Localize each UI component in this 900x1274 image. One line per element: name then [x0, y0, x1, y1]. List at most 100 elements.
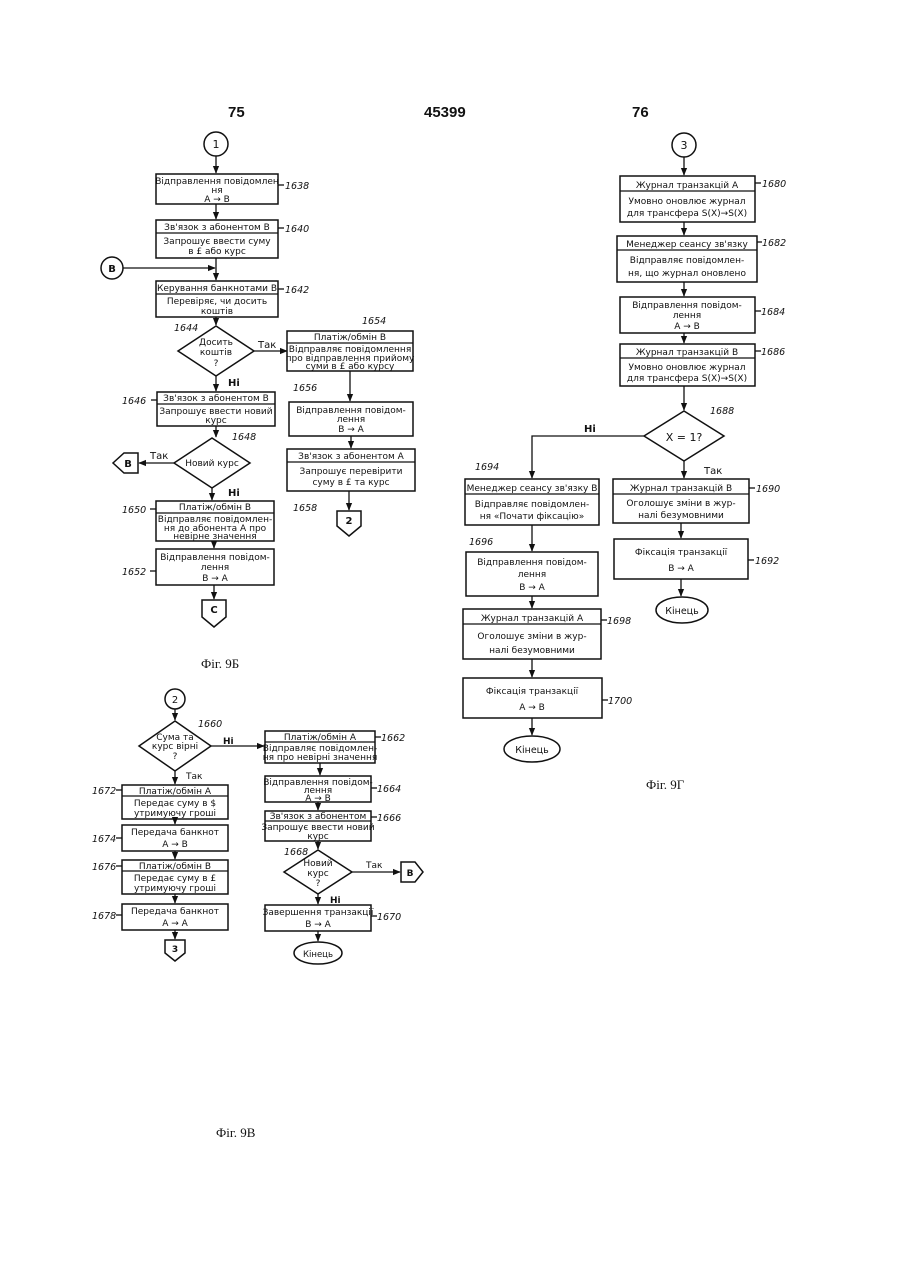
- process-box-1684: Відправлення повідом- лення A → B: [620, 297, 755, 333]
- process-box-1638: Відправлення повідомлен ня A → B: [155, 174, 279, 205]
- box-1696-line2: лення: [518, 570, 546, 580]
- process-box-1676: Платіж/обмін B Передає суму в £ утримуюч…: [122, 860, 228, 894]
- box-1640-line2: в £ або курс: [188, 247, 246, 257]
- process-box-1686: Журнал транзакцій B Умовно оновлює журна…: [620, 344, 755, 386]
- decision-1644-line1: Досить: [199, 338, 233, 348]
- process-box-1670: Завершення транзакції B → A: [263, 905, 374, 931]
- connector-b-in-label: B: [108, 264, 116, 275]
- decision-1644-yes: Так: [257, 340, 276, 351]
- box-1650-line3: невірне значення: [173, 532, 256, 542]
- process-box-1680: Журнал транзакцій A Умовно оновлює журна…: [620, 176, 755, 222]
- box-1676-line1: Передає суму в £: [134, 874, 216, 884]
- ref-1656: 1656: [293, 383, 317, 394]
- box-1654-title: Платіж/обмін B: [314, 333, 386, 343]
- end-connector-3-label: 3: [172, 945, 178, 955]
- start-connector-3-label: 3: [681, 139, 688, 152]
- ref-1680: 1680: [762, 179, 786, 190]
- box-1692-line1: Фіксація транзакції: [635, 548, 728, 558]
- ref-1684: 1684: [761, 307, 785, 318]
- ref-1674: 1674: [92, 834, 116, 845]
- box-1672-line2: утримуючу гроші: [134, 809, 216, 819]
- ref-1700: 1700: [608, 696, 632, 707]
- box-1662-title: Платіж/обмін A: [284, 733, 357, 743]
- process-box-1640: Зв'язок з абонентом B Запрошує ввести су…: [156, 220, 278, 258]
- box-1674-line1: Передача банкнот: [131, 828, 219, 838]
- process-box-1678: Передача банкнот A → A: [122, 904, 228, 930]
- ref-1678: 1678: [92, 911, 116, 922]
- process-box-1658: Зв'язок з абонентом A Запрошує перевірит…: [287, 449, 415, 491]
- decision-1644-no: Ні: [228, 378, 240, 389]
- figure-9b: 1 Відправлення повідомлен ня A → B 1638 …: [101, 132, 415, 671]
- ref-1688: 1688: [710, 406, 734, 417]
- process-box-1654: Платіж/обмін B Відправляє повідомлення п…: [286, 331, 415, 372]
- decision-1668-line2: курс: [307, 869, 328, 879]
- box-1698-line2: налі безумовними: [489, 646, 575, 656]
- box-1640-line1: Запрошує ввести суму: [163, 237, 271, 247]
- decision-1688-condition: X = 1?: [666, 431, 703, 444]
- box-1646-title: Зв'язок з абонентом B: [163, 394, 269, 404]
- decision-1668-line1: Новий: [303, 859, 332, 869]
- end-connector-c-label: C: [210, 605, 217, 616]
- decision-1688-no: Ні: [584, 424, 596, 435]
- box-1656-line2: лення: [337, 415, 365, 425]
- box-1652-line2: лення: [201, 563, 229, 573]
- end-terminal-9g-left-label: Кінець: [515, 745, 549, 756]
- box-1700-line1: Фіксація транзакції: [486, 687, 579, 697]
- box-1692-line2: B → A: [668, 564, 694, 574]
- box-1684-line3: A → B: [674, 322, 700, 332]
- ref-1666: 1666: [377, 813, 401, 824]
- ref-1664: 1664: [377, 784, 401, 795]
- ref-1686: 1686: [761, 347, 785, 358]
- box-1672-title: Платіж/обмін A: [139, 787, 212, 797]
- ref-1692: 1692: [755, 556, 779, 567]
- box-1690-line2: налі безумовними: [638, 511, 724, 521]
- ref-1694: 1694: [475, 462, 499, 473]
- process-box-1698: Журнал транзакцій A Оголошує зміни в жур…: [463, 609, 601, 659]
- process-box-1692: Фіксація транзакції B → A: [614, 539, 748, 579]
- box-1642-line2: коштів: [201, 307, 233, 317]
- box-1698-title: Журнал транзакцій A: [481, 614, 584, 624]
- process-box-1666: Зв'язок з абонентом Запрошує ввести нови…: [261, 811, 374, 842]
- box-1694-line1: Відправляє повідомлен-: [475, 500, 589, 510]
- box-1696-line1: Відправлення повідом-: [477, 558, 587, 568]
- decision-1668-yes: Так: [365, 861, 383, 871]
- ref-1670: 1670: [377, 912, 401, 923]
- box-1682-line1: Відправляє повідомлен-: [630, 256, 744, 266]
- ref-1696: 1696: [469, 537, 493, 548]
- process-box-1664: Відправлення повідом- лення A → B: [263, 776, 373, 804]
- ref-1660: 1660: [198, 719, 222, 730]
- ref-1654: 1654: [362, 316, 386, 327]
- box-1690-line1: Оголошує зміни в жур-: [626, 499, 735, 509]
- ref-1644: 1644: [174, 323, 198, 334]
- process-box-1652: Відправлення повідом- лення B → A: [156, 549, 274, 585]
- box-1684-line1: Відправлення повідом-: [632, 301, 742, 311]
- figure-9b-caption: Фіг. 9Б: [201, 656, 239, 671]
- box-1658-line2: суму в £ та курс: [312, 478, 389, 488]
- box-1642-title: Керування банкнотами B: [157, 284, 277, 294]
- box-1638-line3: A → B: [204, 195, 230, 205]
- decision-1644-line3: ?: [214, 359, 219, 369]
- ref-1642: 1642: [285, 285, 309, 296]
- ref-1648: 1648: [232, 432, 256, 443]
- box-1662-line2: ня про невірні значення: [263, 753, 378, 763]
- box-1670-line1: Завершення транзакції: [263, 908, 374, 918]
- box-1658-title: Зв'язок з абонентом A: [298, 452, 404, 462]
- box-1684-line2: лення: [673, 311, 701, 321]
- ref-1652: 1652: [122, 567, 146, 578]
- process-box-1694: Менеджер сеансу зв'язку B Відправляє пов…: [465, 479, 599, 525]
- box-1666-line2: курс: [307, 832, 328, 842]
- process-box-1690: Журнал транзакцій B Оголошує зміни в жур…: [613, 479, 749, 523]
- ref-1668: 1668: [284, 847, 308, 858]
- ref-1698: 1698: [607, 616, 631, 627]
- connector-b-out-2-label: B: [407, 869, 414, 879]
- ref-1672: 1672: [92, 786, 116, 797]
- figure-9v: 2 Сума та курс вірні ? 1660 Ні Так Платі…: [92, 689, 423, 1140]
- box-1652-line1: Відправлення повідом-: [160, 553, 270, 563]
- decision-1660-yes: Так: [185, 772, 203, 782]
- ref-1650: 1650: [122, 505, 146, 516]
- box-1698-line1: Оголошує зміни в жур-: [477, 632, 586, 642]
- box-1680-title: Журнал транзакцій A: [636, 181, 739, 191]
- decision-1644-line2: коштів: [200, 348, 232, 358]
- ref-1646: 1646: [122, 396, 146, 407]
